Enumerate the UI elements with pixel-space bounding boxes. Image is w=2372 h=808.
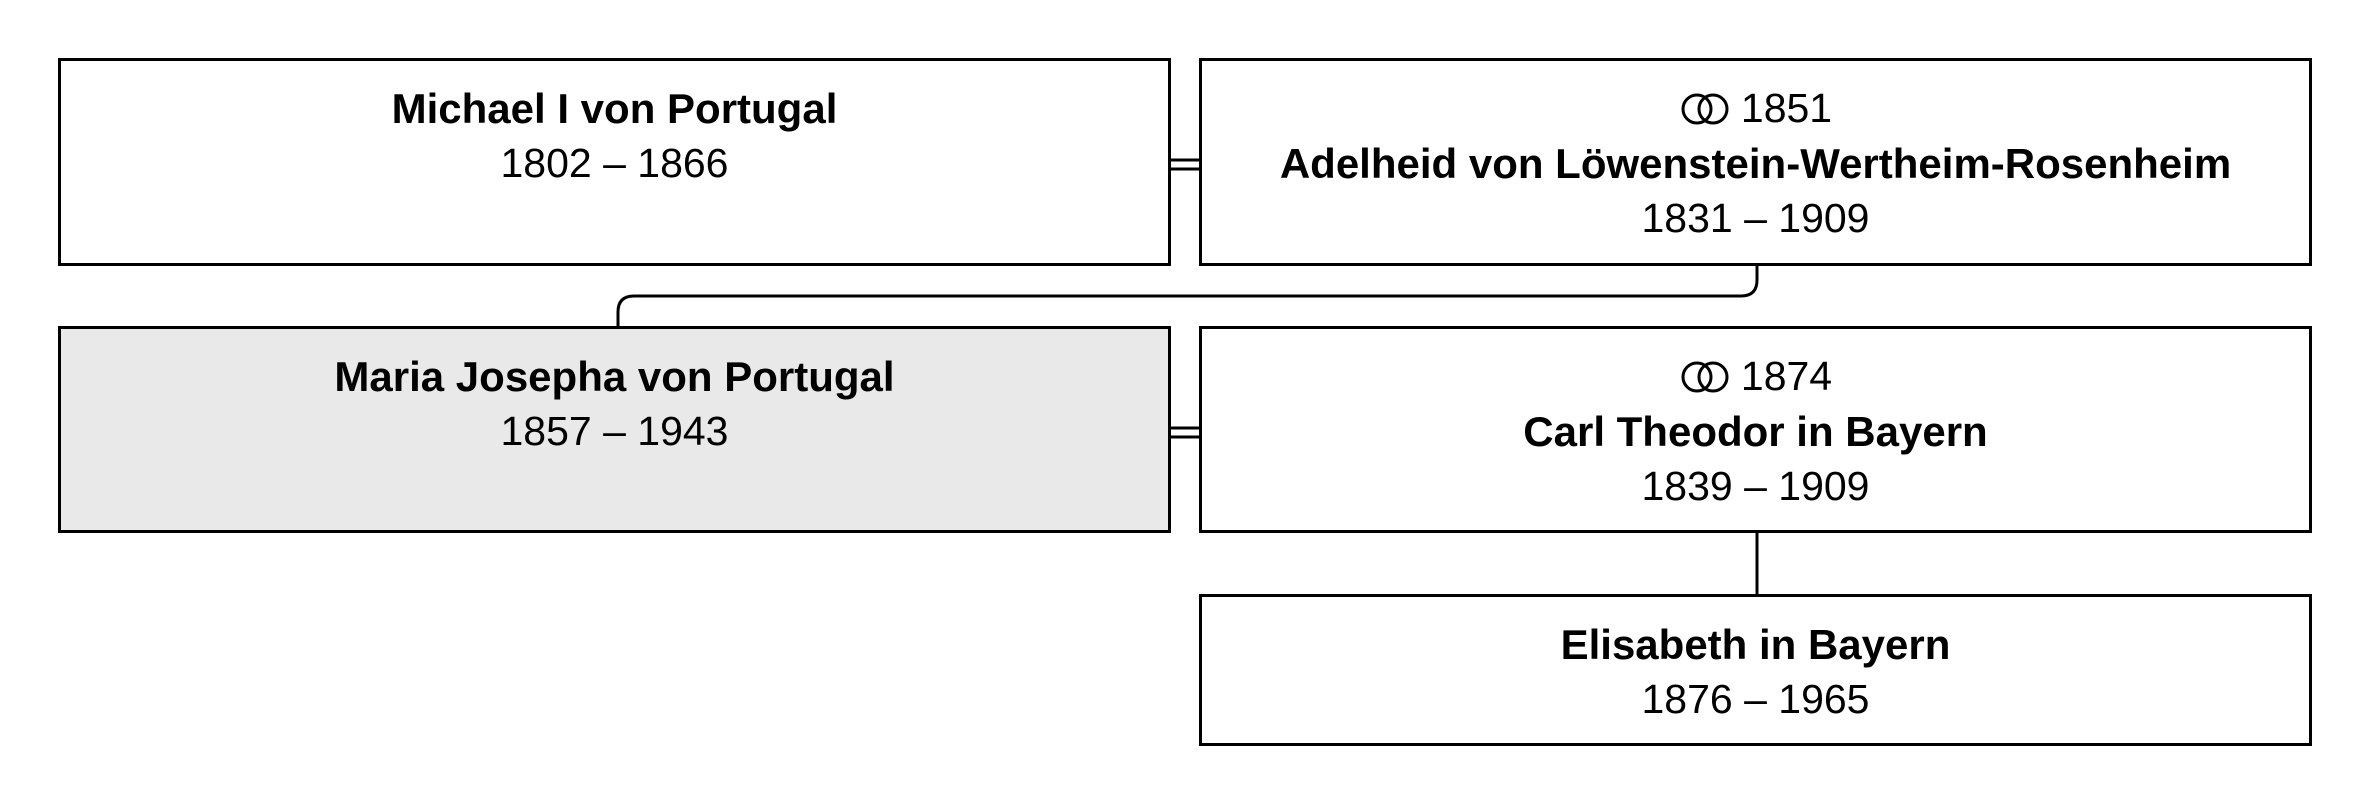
spouse-dates: 1831 – 1909	[1641, 195, 1870, 241]
child-name: Elisabeth in Bayern	[1560, 621, 1951, 668]
spouse-name: Adelheid von Löwenstein-Wertheim-Rosenhe…	[1279, 140, 2232, 187]
marriage-info: 1874	[1679, 349, 1832, 404]
spouse-box-adelheid[interactable]: 1851 Adelheid von Löwenstein-Wertheim-Ro…	[1199, 58, 2312, 266]
spouse-box-carl-theodor[interactable]: 1874 Carl Theodor in Bayern 1839 – 1909	[1199, 326, 2312, 533]
person-name: Maria Josepha von Portugal	[334, 353, 895, 400]
marriage-info: 1851	[1679, 81, 1832, 136]
person-box-maria-josepha[interactable]: Maria Josepha von Portugal 1857 – 1943	[58, 326, 1171, 533]
person-name: Michael I von Portugal	[391, 85, 838, 132]
person-dates: 1802 – 1866	[500, 140, 729, 186]
interlocking-rings-icon	[1681, 361, 1729, 392]
person-box-michael[interactable]: Michael I von Portugal 1802 – 1866	[58, 58, 1171, 266]
descent-connector-1	[616, 265, 1759, 326]
interlocking-rings-icon	[1681, 93, 1729, 124]
child-dates: 1876 – 1965	[1641, 676, 1870, 722]
marriage-year: 1874	[1740, 353, 1833, 399]
child-box-elisabeth[interactable]: Elisabeth in Bayern 1876 – 1965	[1199, 594, 2312, 746]
spouse-name: Carl Theodor in Bayern	[1523, 408, 1988, 455]
person-dates: 1857 – 1943	[500, 408, 729, 454]
spouse-dates: 1839 – 1909	[1641, 463, 1870, 509]
marriage-year: 1851	[1740, 85, 1833, 131]
